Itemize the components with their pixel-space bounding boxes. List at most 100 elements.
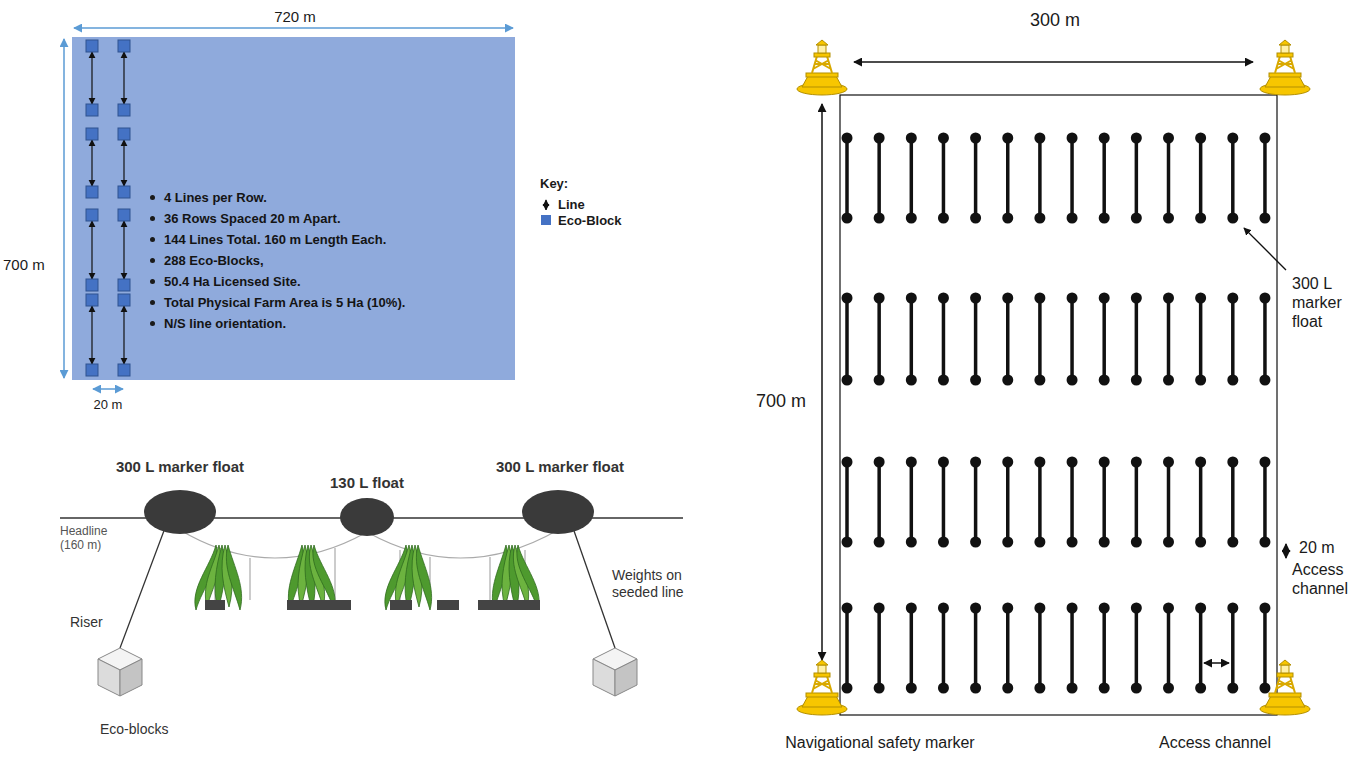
dimension-label: 300 m [1005,10,1105,32]
eco-block-label: Eco-blocks [100,721,210,738]
line [91,52,92,104]
dimension-line [1204,662,1229,664]
dropper [490,557,491,600]
channel-label: Access channel [1292,560,1364,598]
headline-label: Headline (160 m) [60,524,122,553]
eco-block [86,104,98,116]
navigation-buoy [1260,660,1310,715]
bullet-dot [150,321,155,326]
dimension-label: 20 m [1299,538,1361,557]
line [123,140,124,186]
riser-label: Riser [70,614,120,631]
bullet-text: 144 Lines Total. 160 m Length Each. [164,232,386,247]
bullet-dot [150,279,155,284]
line [91,140,92,186]
line-section [60,490,683,696]
dimension-line [821,104,823,660]
navigation-markers [797,40,1310,715]
dimension-label: 700 m [756,391,818,413]
dropper [335,548,336,600]
line [91,306,92,364]
bullet-item: 288 Eco-Blocks, [150,250,405,271]
legend: LineEco-Block [540,196,622,228]
legend-text: Eco-Block [558,213,622,228]
bullet-dot [150,216,155,221]
eco-block [118,186,130,198]
eco-block [86,364,98,376]
eco-block-grid [86,40,130,376]
eco-block [118,364,130,376]
eco-block [118,209,130,221]
navigation-buoy [1260,40,1310,95]
kelp-blade [226,545,241,610]
float-label: 300 L marker float [85,458,275,476]
eco-block [118,104,130,116]
weight [437,600,459,610]
weight [478,600,540,610]
bullet-dot [150,195,155,200]
line [123,306,124,364]
legend-item: Eco-Block [540,212,622,228]
marker-label: Navigational safety marker [745,733,1015,752]
dimension-label: 700 m [3,256,59,274]
navigation-buoy [797,40,847,95]
eco-block-cube [593,648,637,696]
weight [390,600,412,610]
bullet-text: Total Physical Farm Area is 5 Ha (10%). [164,295,405,310]
eco-block-cube [98,648,142,696]
line [123,52,124,104]
marker-float [522,490,594,534]
licensed-site-area: 4 Lines per Row. 36 Rows Spaced 20 m Apar… [72,37,515,380]
legend-item: Line [540,196,622,212]
eco-block [86,279,98,291]
dimension-line [63,39,65,378]
farm-boundary [840,95,1277,715]
line [123,221,124,279]
kelp-blade [416,545,431,610]
legend-line-sample [540,198,552,210]
eco-block [118,294,130,306]
bullet-text: N/S line orientation. [164,316,286,331]
dimension-line [74,27,513,29]
riser [573,528,615,648]
eco-block [118,128,130,140]
dimension-label: 720 m [250,8,340,26]
legend-text: Line [558,197,585,212]
marker-float [144,490,216,534]
float-label: 130 L float [307,474,427,492]
eco-block [118,279,130,291]
bullet-text: 50.4 Ha Licensed Site. [164,274,301,289]
eco-block [86,40,98,52]
bullet-text: 288 Eco-Blocks, [164,253,264,268]
riser [120,528,165,648]
leader-line [1244,228,1286,270]
dimension-line [93,388,123,390]
bullet-dot [150,300,155,305]
key-title: Key: [540,176,600,192]
eco-block [86,186,98,198]
small-float [340,498,394,536]
bullet-item: 144 Lines Total. 160 m Length Each. [150,229,405,250]
line [91,221,92,279]
eco-block [86,209,98,221]
float-label: 300 L marker float [1292,274,1362,332]
weight [287,600,351,610]
weights-label: Weights on seeded line [612,567,717,601]
bullet-text: 36 Rows Spaced 20 m Apart. [164,211,341,226]
navigation-buoy [797,660,847,715]
bullet-item: N/S line orientation. [150,313,405,334]
eco-block [118,40,130,52]
bullet-dot [150,237,155,242]
dimension-label: 20 m [78,397,138,413]
dimension-line [854,61,1253,63]
bullet-text: 4 Lines per Row. [164,190,267,205]
long-lines [842,133,1271,694]
eco-block [86,128,98,140]
weight [205,600,225,610]
bullet-item: 4 Lines per Row. [150,187,405,208]
bullet-dot [150,258,155,263]
float-label: 300 L marker float [465,458,655,476]
channel-label: Access channel [1140,733,1290,752]
